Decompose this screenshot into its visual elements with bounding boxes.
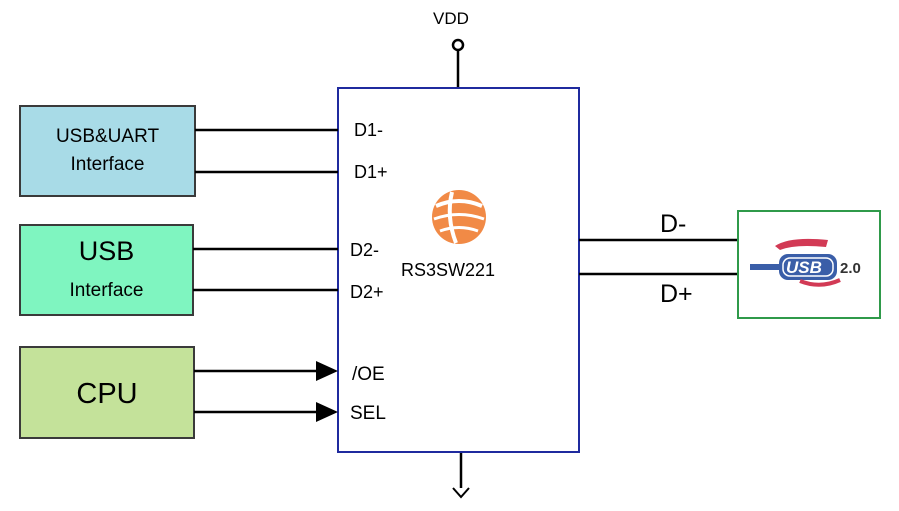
- sel-arrowhead: [316, 402, 338, 422]
- chip-name: RS3SW221: [401, 260, 496, 280]
- usb-logo-word: USB: [786, 258, 822, 277]
- usb-title: USB: [78, 236, 135, 266]
- usb-uart-subtitle: Interface: [70, 154, 145, 175]
- usb-interface-block: [19, 224, 194, 316]
- cpu-title: CPU: [76, 378, 138, 410]
- vdd-label: VDD: [433, 9, 469, 28]
- usb-2-0-logo-icon: [750, 238, 841, 287]
- output-d-minus: D-: [660, 210, 687, 238]
- pin-d2-plus: D2+: [350, 282, 384, 302]
- usb-uart-interface-block: [19, 105, 196, 197]
- ground-symbol: [452, 487, 470, 499]
- chip-logo-icon: [432, 190, 486, 244]
- chip-body: [337, 87, 580, 453]
- output-d-plus: D+: [660, 280, 693, 308]
- pin-oe: /OE: [352, 364, 385, 385]
- usb-logo-version: 2.0: [840, 260, 861, 277]
- pin-sel: SEL: [350, 403, 386, 424]
- pin-d1-minus: D1-: [354, 120, 384, 140]
- pin-d1-plus: D1+: [354, 162, 388, 182]
- vdd-terminal: [451, 38, 465, 52]
- usb-subtitle: Interface: [69, 280, 144, 301]
- pin-d2-minus: D2-: [350, 240, 380, 260]
- usb-uart-title: USB&UART: [55, 126, 160, 147]
- oe-arrowhead: [316, 361, 338, 381]
- cpu-block: [19, 346, 195, 439]
